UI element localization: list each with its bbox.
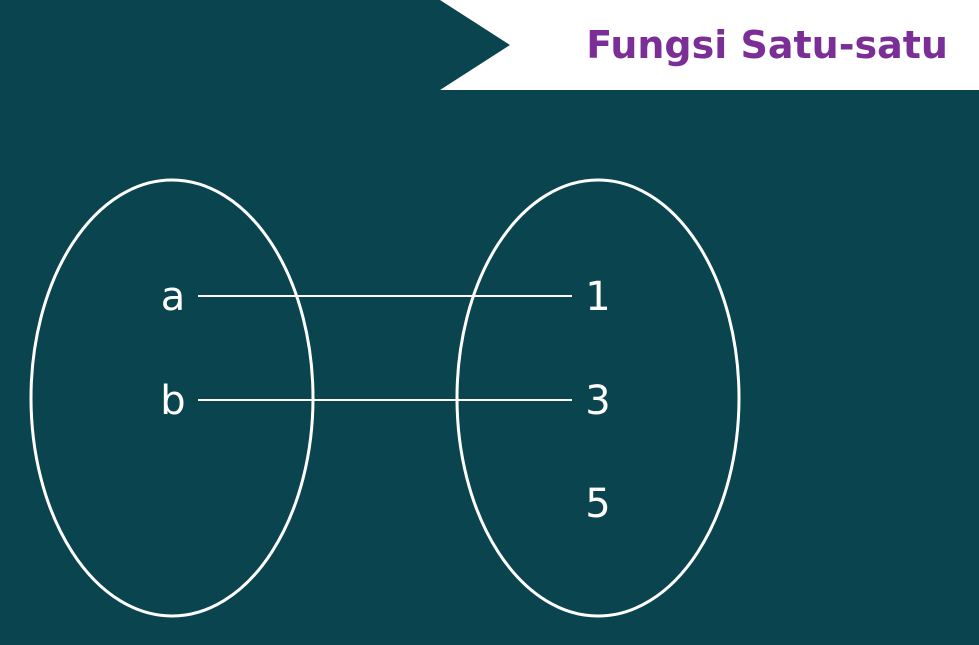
domain-ellipse — [29, 178, 315, 618]
title-text: Fungsi Satu-satu — [586, 23, 948, 67]
codomain-element-3: 3 — [585, 378, 610, 424]
title-banner — [440, 0, 979, 90]
codomain-element-1: 1 — [585, 274, 610, 320]
domain-element-b: b — [160, 378, 185, 424]
domain-element-a: a — [161, 274, 186, 320]
codomain-element-5: 5 — [585, 481, 610, 527]
codomain-ellipse — [455, 178, 741, 618]
